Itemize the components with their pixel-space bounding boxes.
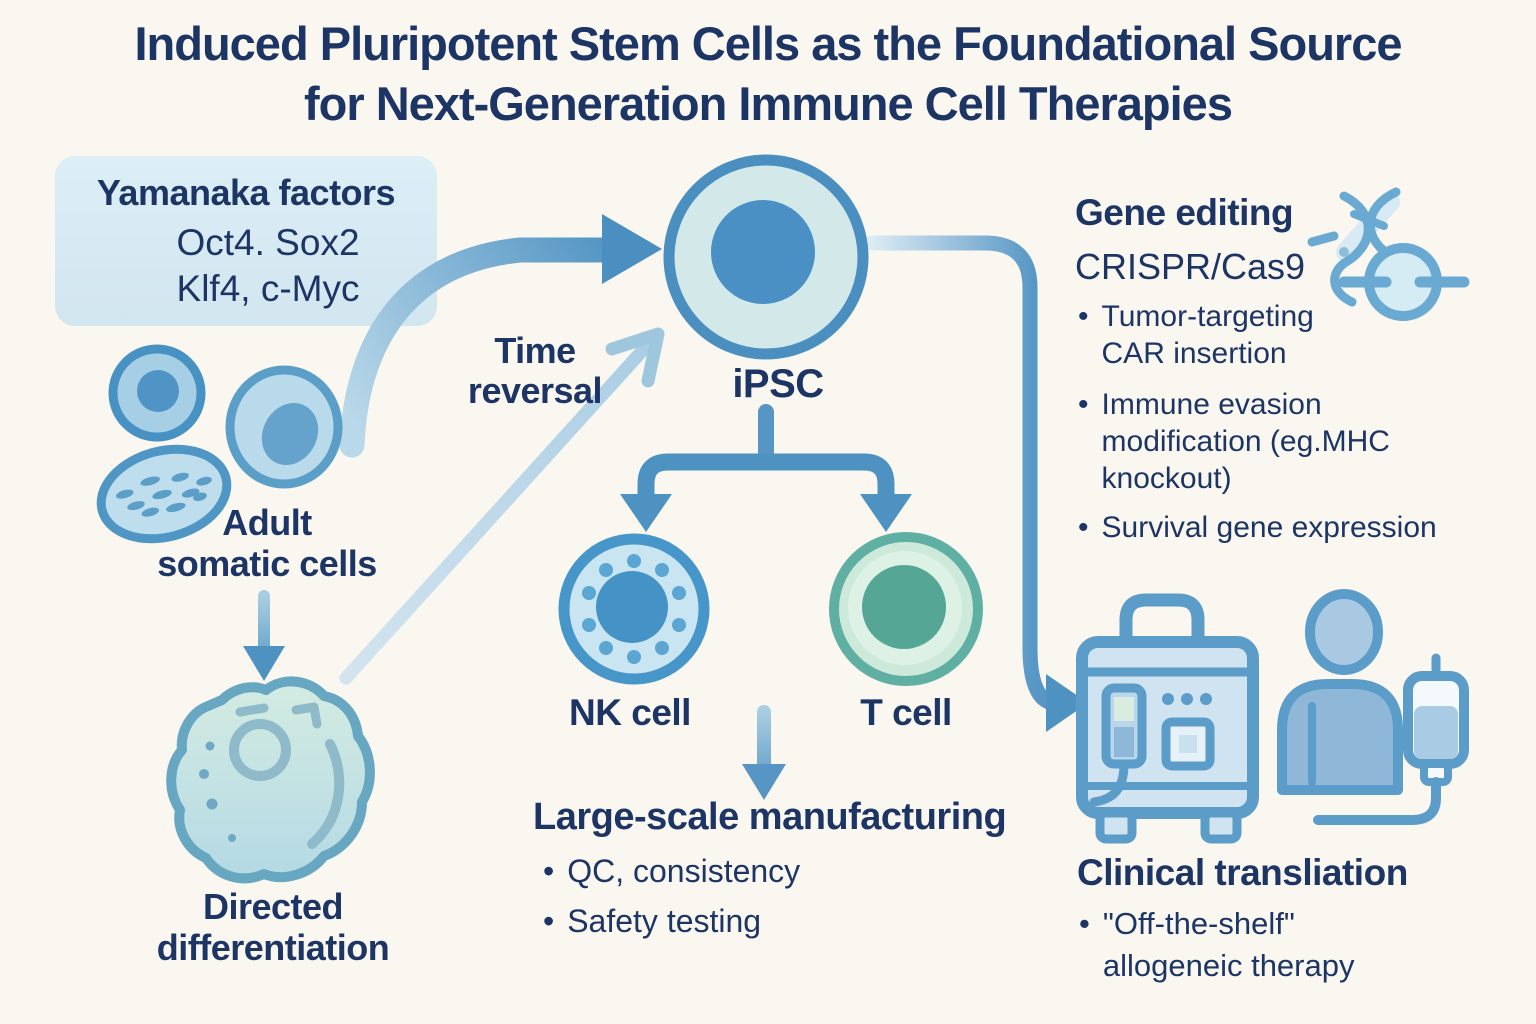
gene-editing-method: CRISPR/Cas9 [1075,246,1306,287]
bullet-dot: • [1078,300,1089,333]
dna-helix-icon [1307,187,1401,307]
somatic-cell-round-icon [108,344,206,442]
page-title-line2: for Next-Generation Immune Cell Therapie… [304,77,1233,130]
gene-editing-bullet-3: • Survival gene expression [1078,509,1508,546]
bullet-dot: • [543,853,555,889]
reprogramming-arrow [339,214,662,458]
ipsc-label: iPSC [732,362,824,406]
gene-editing-heading: Gene editing [1075,192,1294,233]
t-cell-label: T cell [860,692,952,733]
clinical-translation-heading: Clinical transliation [1077,852,1408,893]
time-reversal-diagonal-arrow [339,327,665,685]
ipsc-cell-icon [663,154,869,360]
clinical-translation-bullet-1: • "Off-the-shelf" allogeneic therapy [1079,903,1429,987]
yamanaka-factors-box [55,156,437,326]
somatic-cells-label-line1: Adult [222,502,312,543]
page-title-line1: Induced Pluripotent Stem Cells as the Fo… [134,17,1402,70]
manufacturing-bullet-1-text: QC, consistency [567,853,801,889]
yamanaka-factors-line2: Klf4, c-Myc [176,268,360,309]
somatic-cell-oval-icon [225,365,343,489]
manufacturing-heading: Large-scale manufacturing [533,796,1007,838]
time-reversal-label-line2: reversal [467,370,603,411]
bullet-dot: • [543,903,555,939]
cas9-plasmid-icon [1338,243,1470,321]
gene-editing-bullet-3-text: Survival gene expression [1101,511,1437,544]
patient-person-icon [1277,589,1403,795]
gene-editing-bullet-1-text: Tumor-targeting CAR insertion [1101,300,1314,370]
nk-cell-label: NK cell [569,692,691,733]
manufacturing-bullet-2: • Safety testing [543,902,963,940]
somatic-to-directed-arrow [243,590,285,681]
iv-bag-icon [1313,653,1469,825]
manufacturing-bullet-1: • QC, consistency [543,852,963,890]
time-reversal-label-line1: Time [494,330,576,371]
t-cell-icon [829,532,983,686]
directed-differentiation-label-line1: Directed [202,886,344,927]
clinical-translation-bullet-1-text: "Off-the-shelf" allogeneic therapy [1102,906,1355,983]
directed-differentiation-label-line2: differentiation [156,927,390,968]
bioreactor-machine-icon [1076,593,1259,844]
manufacturing-bullet-2-text: Safety testing [567,903,762,939]
nk-cell-icon [558,533,710,685]
gene-editing-bullet-2-text: Immune evasion modification (eg.MHC knoc… [1101,388,1390,495]
nk-to-manufacturing-arrow [742,705,786,800]
yamanaka-heading: Yamanaka factors [96,172,396,213]
bullet-dot: • [1079,906,1090,941]
page-title: Induced Pluripotent Stem Cells as the Fo… [0,14,1536,134]
somatic-cells-label-line2: somatic cells [157,543,377,584]
directed-differentiation-icon [166,676,375,884]
somatic-cell-speckled-icon [96,444,232,544]
ipsc-branch-arrow [620,404,912,532]
gene-editing-bullet-2: • Immune evasion modification (eg.MHC kn… [1078,386,1423,497]
ipsc-to-clinical-arrow [864,235,1088,732]
bullet-dot: • [1078,388,1089,421]
yamanaka-factors-line1: Oct4. Sox2 [176,222,360,263]
bullet-dot: • [1078,511,1089,544]
gene-editing-bullet-1: • Tumor-targeting CAR insertion [1078,298,1378,372]
